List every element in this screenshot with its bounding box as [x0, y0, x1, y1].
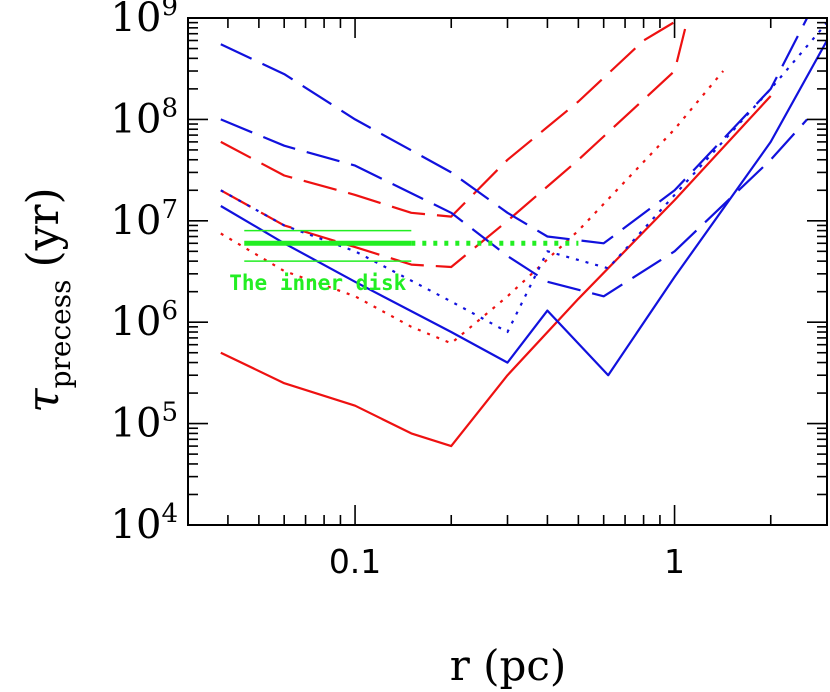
y-axis-symbol: τ	[18, 388, 69, 413]
y-axis-title: τprecess (yr)	[18, 187, 77, 412]
x-tick-label: 0.1	[329, 542, 381, 581]
y-tick-label: 105	[111, 398, 178, 447]
red-dashed-series-line-4	[220, 18, 682, 218]
y-axis-unit: (yr)	[18, 187, 69, 267]
series-layer	[220, 18, 827, 448]
y-tick-label: 104	[111, 499, 178, 548]
blue-dashed-series-line-8	[220, 18, 809, 245]
inner-disk-annotation: The inner disk	[229, 229, 579, 295]
inner-disk-label: The inner disk	[229, 271, 406, 295]
y-axis-subscript: precess	[44, 280, 77, 389]
blue-solid-series-line-5	[220, 39, 827, 377]
y-tick-label: 109	[111, 0, 178, 41]
x-axis-title: r (pc)	[450, 641, 567, 690]
red-dashed-series-line-3	[220, 18, 689, 269]
red-dotted-series-line-2	[220, 70, 725, 345]
y-tick-label: 106	[111, 296, 178, 345]
red-solid-series-line-1	[220, 95, 772, 448]
x-tick-label: 1	[664, 542, 685, 581]
blue-dashed-series-line-7	[220, 118, 808, 298]
blue-dotted-series-line-6	[220, 21, 827, 334]
svg-text:τprecess(yr): τprecess (yr)	[18, 187, 77, 412]
y-tick-label: 107	[111, 195, 178, 244]
tick-labels: 0.1 1 104 105 106 107 108 109	[111, 0, 686, 581]
y-tick-label: 108	[111, 93, 178, 142]
axis-ticks	[187, 17, 828, 526]
